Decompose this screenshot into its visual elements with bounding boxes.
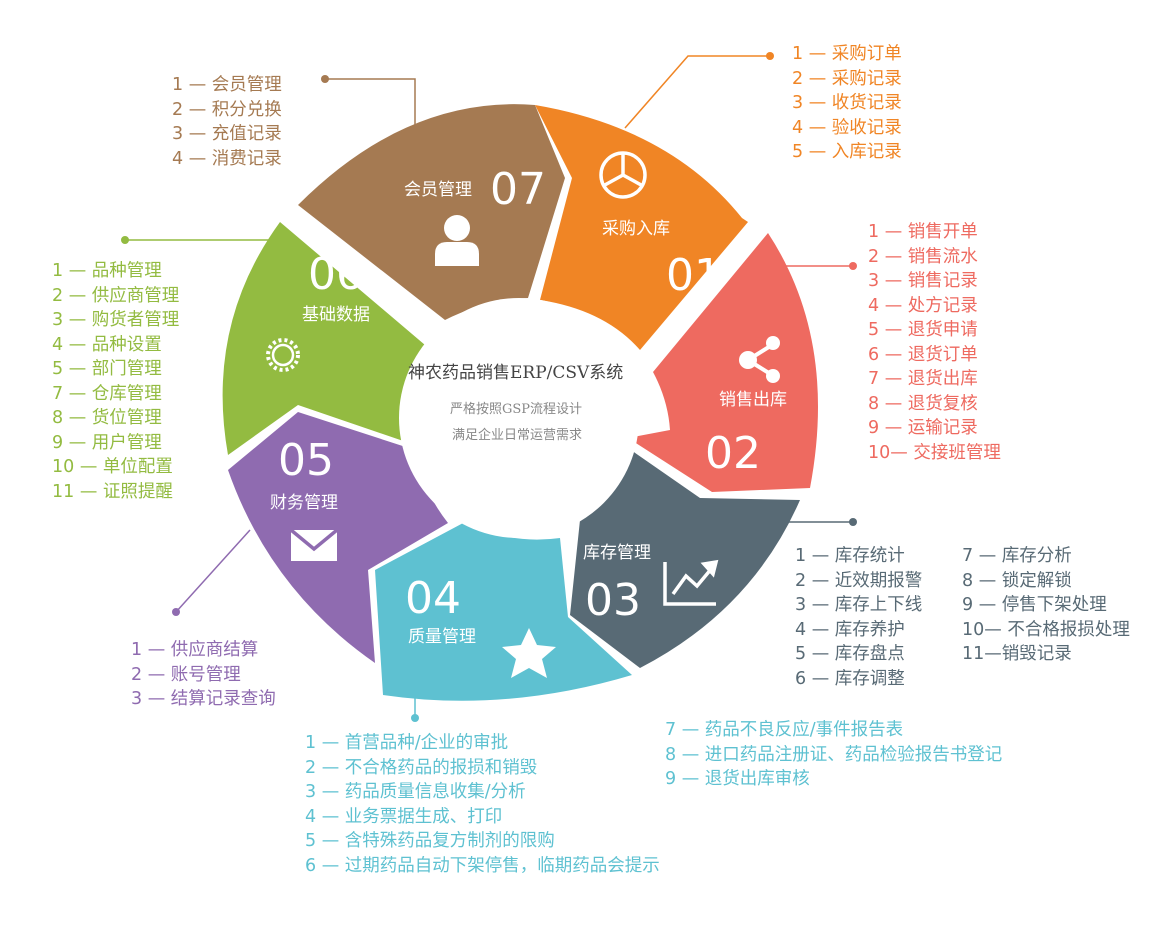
list-item: 6 — 过期药品自动下架停售，临期药品会提示 bbox=[305, 855, 660, 876]
list-item: 1 — 库存统计 bbox=[795, 546, 905, 566]
segment-number-finance: 05 bbox=[278, 435, 334, 486]
segment-number-member: 07 bbox=[490, 164, 546, 215]
list-item: 4 — 业务票据生成、打印 bbox=[305, 806, 503, 827]
connector-member bbox=[325, 78, 416, 128]
segment-member bbox=[298, 104, 565, 321]
envelope-icon bbox=[289, 528, 339, 561]
connector-finance bbox=[175, 529, 251, 613]
list-item: 7 — 退货出库 bbox=[868, 369, 978, 389]
list-item: 2 — 近效期报警 bbox=[795, 570, 923, 591]
list-item: 3 — 库存上下线 bbox=[795, 595, 923, 615]
segment-number-sales: 02 bbox=[705, 428, 761, 479]
list-item: 8 — 锁定解锁 bbox=[962, 570, 1072, 591]
list-item: 8 — 退货复核 bbox=[868, 393, 978, 414]
list-item: 2 — 供应商管理 bbox=[52, 285, 180, 306]
list-item: 1 — 会员管理 bbox=[172, 75, 282, 95]
list-item: 11 — 证照提醒 bbox=[52, 481, 173, 502]
list-item: 2 — 销售流水 bbox=[868, 246, 978, 267]
segment-basic bbox=[222, 222, 425, 455]
list-item: 8 — 进口药品注册证、药品检验报告书登记 bbox=[665, 744, 1003, 765]
segment-number-stock: 03 bbox=[585, 575, 641, 626]
list-item: 1 — 销售开单 bbox=[868, 222, 978, 242]
segment-stock bbox=[570, 448, 800, 668]
finance-function-list: 1 — 供应商结算 2 — 账号管理 3 — 结算记录查询 bbox=[131, 638, 276, 712]
star-icon bbox=[502, 628, 556, 678]
list-item: 9 — 退货出库审核 bbox=[665, 769, 810, 789]
list-item: 10— 不合格报损处理 bbox=[962, 619, 1130, 640]
segment-title-sales: 销售出库 bbox=[719, 390, 787, 410]
list-item: 4 — 品种设置 bbox=[52, 334, 162, 355]
list-item: 4 — 消费记录 bbox=[172, 148, 282, 169]
pie-chart-icon bbox=[599, 151, 647, 199]
segment-finance bbox=[228, 412, 448, 663]
list-item: 7 — 库存分析 bbox=[962, 546, 1072, 566]
segment-title-member: 会员管理 bbox=[404, 180, 472, 200]
list-item: 6 — 退货订单 bbox=[868, 344, 978, 365]
list-item: 9 — 运输记录 bbox=[868, 418, 978, 438]
segment-title-purchase: 采购入库 bbox=[602, 219, 670, 239]
list-item: 5 — 部门管理 bbox=[52, 359, 162, 379]
segment-purchase bbox=[535, 105, 748, 350]
list-item: 9 — 停售下架处理 bbox=[962, 595, 1107, 615]
list-item: 7 — 仓库管理 bbox=[52, 383, 162, 404]
list-item: 3 — 销售记录 bbox=[868, 271, 978, 291]
list-item: 5 — 含特殊药品复方制剂的限购 bbox=[305, 831, 555, 851]
list-item: 3 — 结算记录查询 bbox=[131, 689, 276, 709]
list-item: 6 — 库存调整 bbox=[795, 668, 905, 689]
center-title: 神农药品销售ERP/CSV系统 bbox=[408, 363, 623, 383]
center-subtitle-2: 满足企业日常运营需求 bbox=[452, 427, 582, 443]
segment-number-purchase: 01 bbox=[666, 250, 722, 301]
list-item: 11—销毁记录 bbox=[962, 644, 1072, 664]
list-item: 4 — 库存养护 bbox=[795, 619, 905, 640]
list-item: 5 — 退货申请 bbox=[868, 320, 978, 340]
list-item: 2 — 不合格药品的报损和销毁 bbox=[305, 757, 538, 778]
list-item: 1 — 供应商结算 bbox=[131, 640, 259, 660]
list-item: 8 — 货位管理 bbox=[52, 408, 162, 428]
list-item: 9 — 用户管理 bbox=[52, 432, 162, 453]
gear-icon bbox=[266, 338, 300, 372]
segment-title-quality: 质量管理 bbox=[408, 627, 476, 647]
quality-function-list-left: 1 — 首营品种/企业的审批 2 — 不合格药品的报损和销毁 3 — 药品质量信… bbox=[305, 731, 677, 878]
connector-purchase bbox=[624, 55, 770, 129]
center-circle bbox=[399, 298, 639, 538]
list-item: 1 — 采购订单 bbox=[792, 44, 902, 64]
share-icon bbox=[739, 336, 780, 383]
member-function-list: 1 — 会员管理 2 — 积分兑换 3 — 充值记录 4 — 消费记录 bbox=[172, 73, 282, 171]
list-item: 5 — 入库记录 bbox=[792, 142, 902, 162]
center-subtitle-1: 严格按照GSP流程设计 bbox=[450, 401, 582, 417]
purchase-function-list: 1 — 采购订单 2 — 采购记录 3 — 收货记录 4 — 验收记录 5 — … bbox=[792, 42, 902, 165]
segment-title-finance: 财务管理 bbox=[270, 493, 338, 513]
list-item: 10— 交接班管理 bbox=[868, 442, 1001, 463]
list-item: 10 — 单位配置 bbox=[52, 457, 173, 477]
list-item: 2 — 采购记录 bbox=[792, 68, 902, 89]
list-item: 3 — 购货者管理 bbox=[52, 310, 180, 330]
list-item: 4 — 处方记录 bbox=[868, 295, 978, 316]
sales-function-list: 1 — 销售开单 2 — 销售流水 3 — 销售记录 4 — 处方记录 5 — … bbox=[868, 220, 1001, 465]
quality-function-list-right: 7 — 药品不良反应/事件报告表 8 — 进口药品注册证、药品检验报告书登记 9… bbox=[665, 718, 1002, 792]
line-chart-icon bbox=[663, 559, 719, 606]
list-item: 3 — 充值记录 bbox=[172, 124, 282, 144]
segment-title-basic: 基础数据 bbox=[302, 305, 370, 325]
list-item: 3 — 药品质量信息收集/分析 bbox=[305, 782, 526, 802]
stock-function-list-left: 1 — 库存统计 2 — 近效期报警 3 — 库存上下线 4 — 库存养护 5 … bbox=[795, 544, 922, 691]
user-icon bbox=[435, 215, 479, 266]
list-item: 4 — 验收记录 bbox=[792, 117, 902, 138]
stock-function-list-right: 7 — 库存分析 8 — 锁定解锁 9 — 停售下架处理 10— 不合格报损处理… bbox=[962, 544, 1137, 667]
list-item: 5 — 库存盘点 bbox=[795, 644, 905, 664]
segment-number-quality: 04 bbox=[405, 573, 461, 624]
segment-sales bbox=[628, 233, 818, 492]
list-item: 3 — 收货记录 bbox=[792, 93, 902, 113]
basic-data-function-list: 1 — 品种管理 2 — 供应商管理 3 — 购货者管理 4 — 品种设置 5 … bbox=[52, 259, 179, 504]
segment-quality bbox=[375, 522, 632, 701]
list-item: 1 — 品种管理 bbox=[52, 261, 162, 281]
list-item: 7 — 药品不良反应/事件报告表 bbox=[665, 720, 904, 740]
segment-title-stock: 库存管理 bbox=[583, 543, 651, 563]
list-item: 2 — 账号管理 bbox=[131, 664, 241, 685]
segment-number-basic: 06 bbox=[308, 249, 364, 300]
list-item: 2 — 积分兑换 bbox=[172, 99, 282, 120]
list-item: 1 — 首营品种/企业的审批 bbox=[305, 733, 509, 753]
